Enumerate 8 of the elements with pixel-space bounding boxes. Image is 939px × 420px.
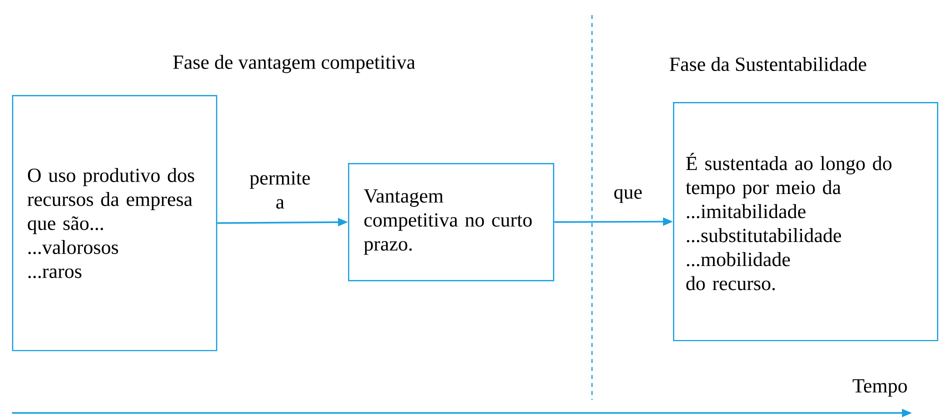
edge-label: permite a (250, 171, 310, 209)
text-box: Vantagem competitiva no curto prazo. (348, 163, 554, 282)
text-box: É sustentada ao longo do tempo por meio da ...imitabilidade ...substitutabilidade ...mobilidade do recurso. (673, 102, 938, 342)
edge-label: que (614, 189, 642, 203)
phase-label: Fase de vantagem competitiva (173, 54, 416, 74)
phase-label: Tempo (852, 379, 907, 397)
text-box: O uso produtivo dos recursos da empresa que são... ...valorosos ...raros (12, 95, 218, 352)
phase-label: Fase da Sustentabilidade (670, 56, 866, 72)
